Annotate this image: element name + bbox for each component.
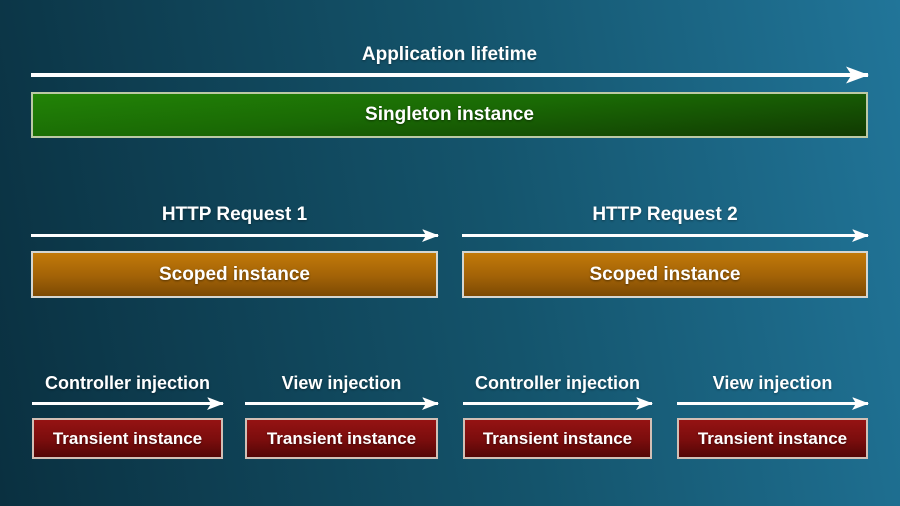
http-request-2-section: HTTP Request 2 Scoped instance (462, 204, 868, 298)
controller-injection-label-2: Controller injection (474, 373, 640, 393)
view-injection-arrow-icon-2 (677, 402, 868, 405)
view-injection-arrow-icon-1 (245, 402, 438, 405)
singleton-instance-box: Singleton instance (31, 92, 868, 138)
transient-instance-box-3: Transient instance (463, 418, 652, 459)
controller-injection-section-2: Controller injection Transient instance (463, 373, 652, 459)
view-injection-label-2: View injection (712, 373, 833, 393)
transient-instance-box-1: Transient instance (32, 418, 223, 459)
http-request-2-label: HTTP Request 2 (592, 204, 738, 225)
application-lifetime-arrow-icon (31, 73, 868, 77)
application-lifetime-section: Application lifetime Singleton instance (31, 44, 868, 138)
singleton-instance-label: Singleton instance (365, 104, 534, 125)
transient-instance-label-4: Transient instance (697, 428, 848, 448)
view-injection-section-1: View injection Transient instance (245, 373, 438, 459)
controller-injection-label-1: Controller injection (44, 373, 210, 393)
scoped-instance-box-2: Scoped instance (462, 251, 868, 298)
transient-instance-label-3: Transient instance (482, 428, 633, 448)
scoped-instance-label-1: Scoped instance (159, 263, 310, 285)
controller-injection-section-1: Controller injection Transient instance (32, 373, 223, 459)
http-request-2-arrow-icon (462, 234, 868, 237)
transient-instance-box-4: Transient instance (677, 418, 868, 459)
view-injection-section-2: View injection Transient instance (677, 373, 868, 459)
http-request-1-label: HTTP Request 1 (161, 204, 308, 225)
transient-instance-box-2: Transient instance (245, 418, 438, 459)
controller-injection-arrow-icon-2 (463, 402, 652, 405)
transient-instance-label-2: Transient instance (266, 428, 417, 448)
application-lifetime-label: Application lifetime (361, 44, 538, 65)
http-request-1-section: HTTP Request 1 Scoped instance (31, 204, 438, 298)
view-injection-label-1: View injection (281, 373, 402, 393)
scoped-instance-label-2: Scoped instance (589, 263, 741, 285)
controller-injection-arrow-icon-1 (32, 402, 223, 405)
transient-instance-label-1: Transient instance (52, 428, 203, 448)
scoped-instance-box-1: Scoped instance (31, 251, 438, 298)
http-request-1-arrow-icon (31, 234, 438, 237)
